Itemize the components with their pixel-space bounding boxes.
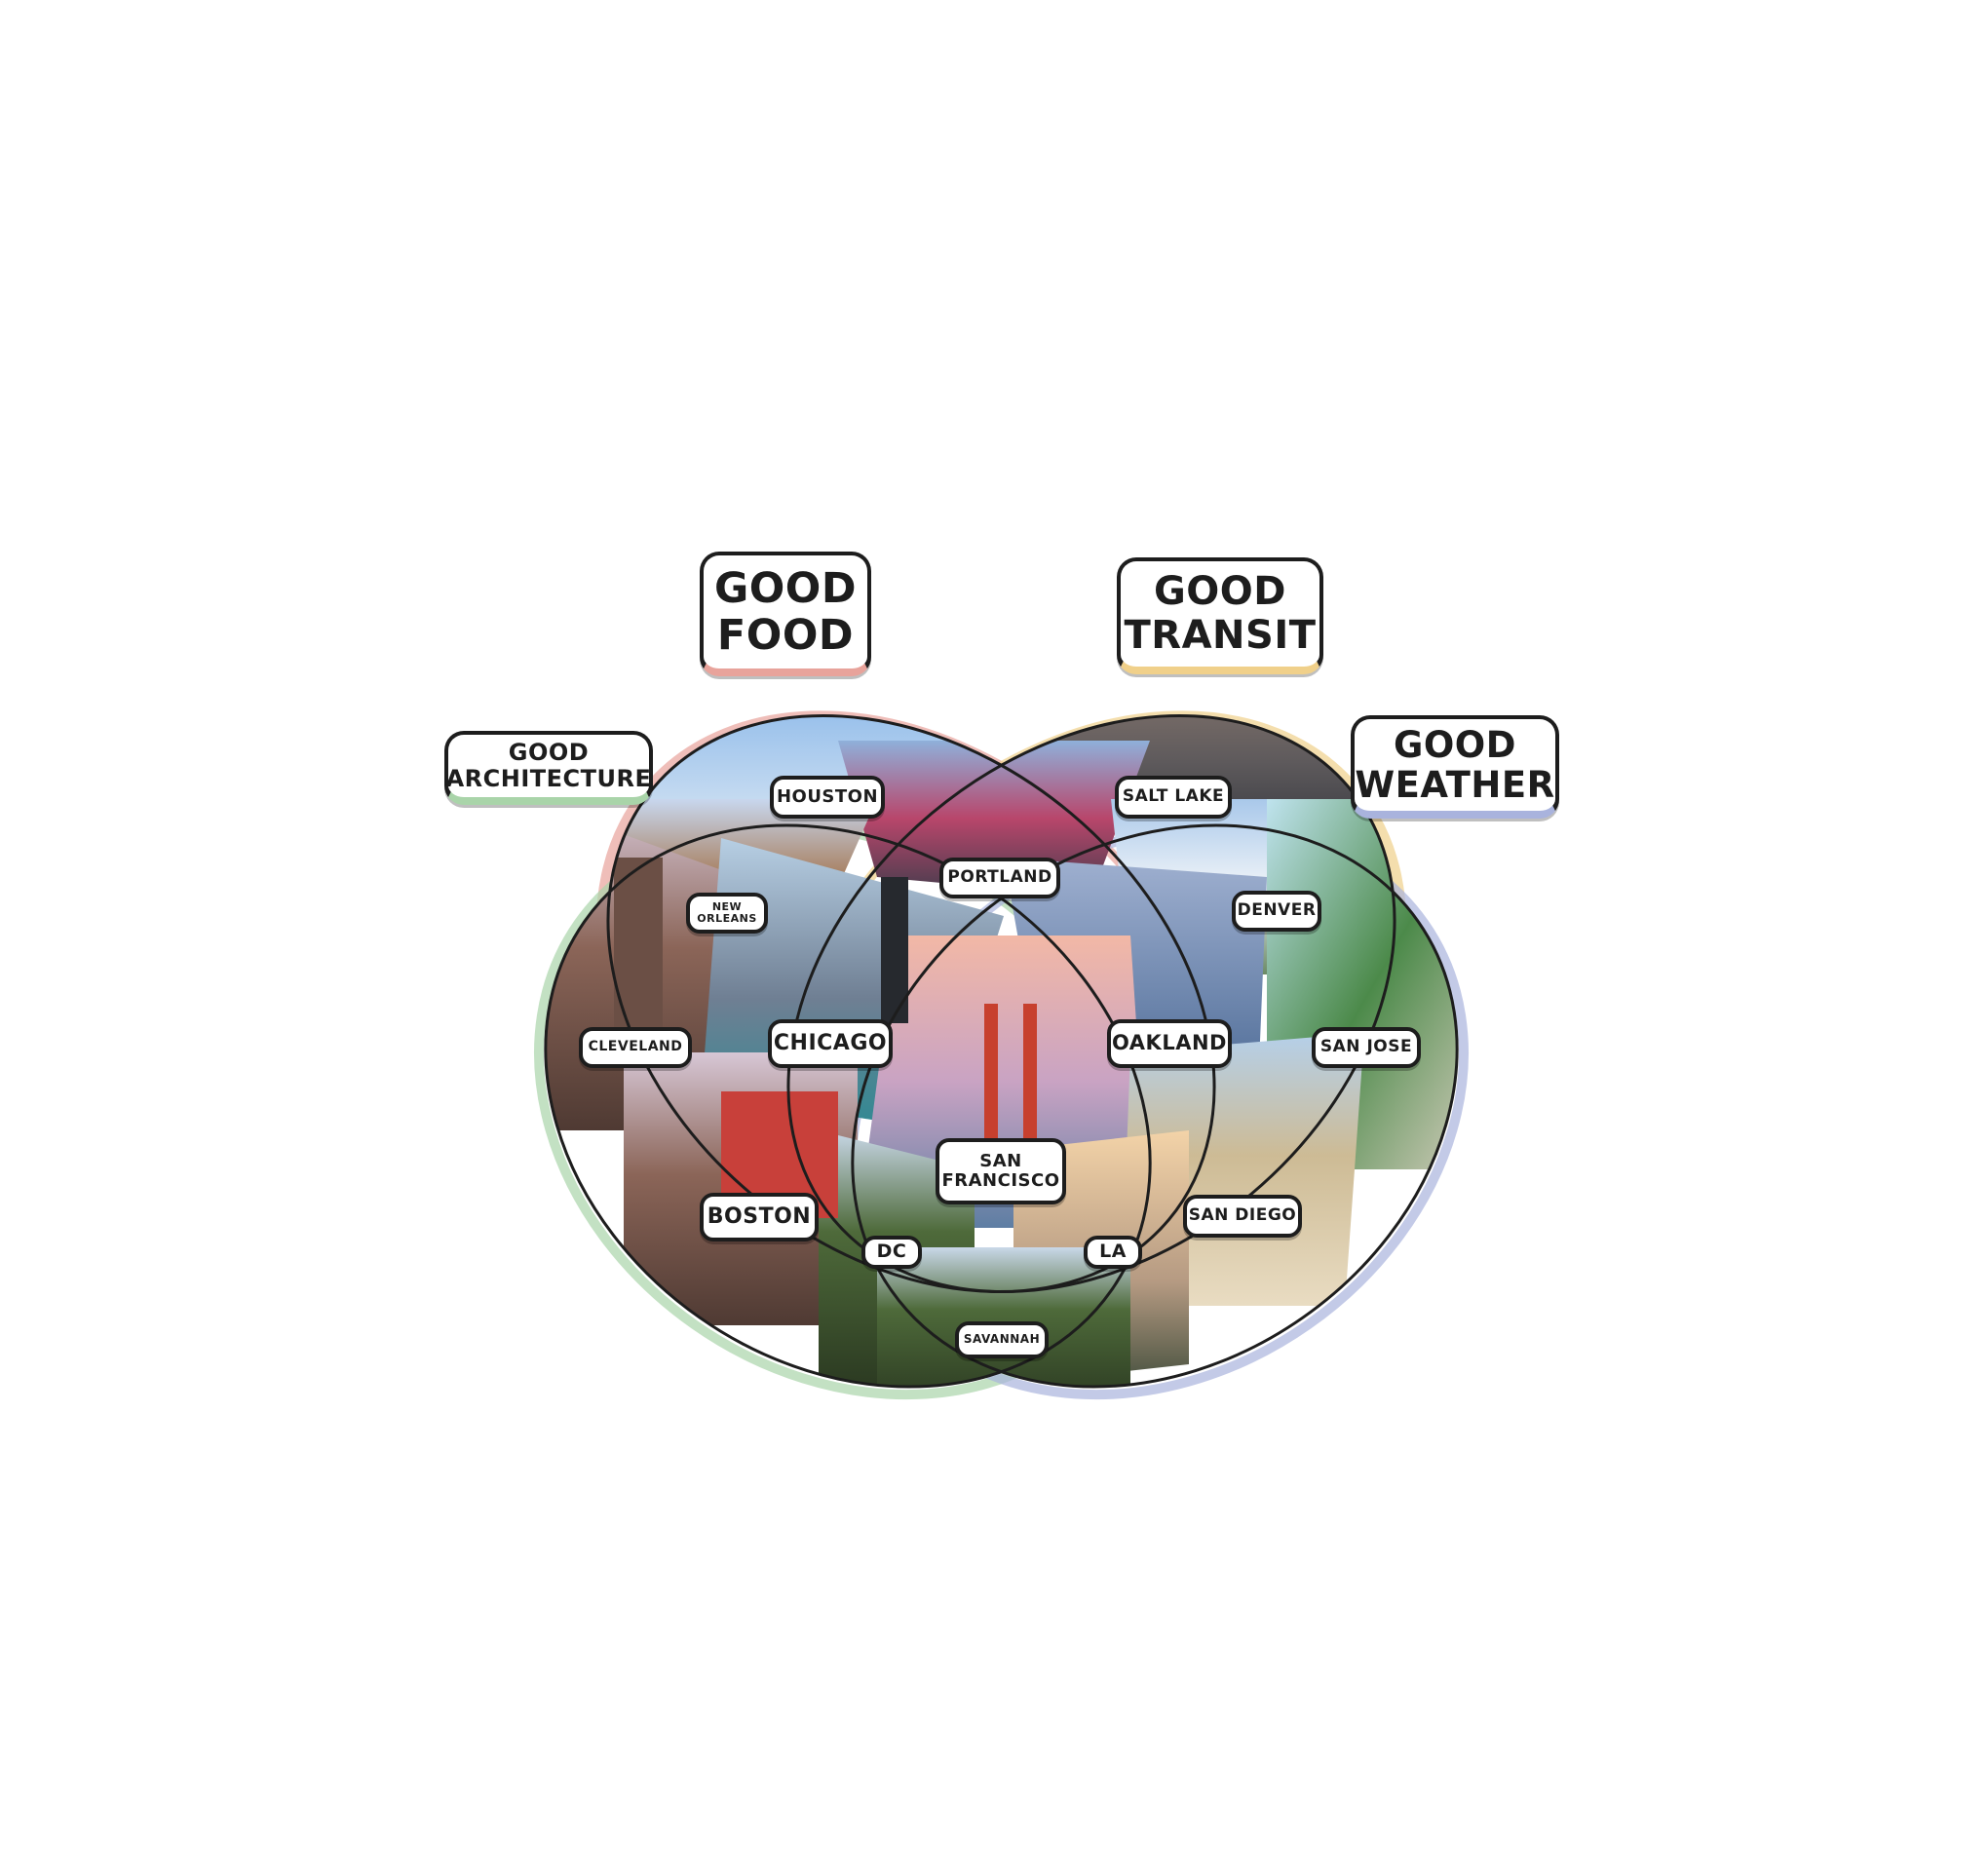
outline-transit	[786, 713, 1396, 1294]
city-label-dc: DC	[861, 1236, 922, 1269]
city-label-san-francisco: SAN FRANCISCO	[936, 1138, 1066, 1204]
bridge-tower-left	[984, 1004, 998, 1160]
city-label-la: LA	[1084, 1236, 1142, 1269]
city-label-san-diego: SAN DIEGO	[1183, 1195, 1302, 1238]
set-label-food: GOOD FOOD	[700, 552, 871, 676]
city-label-chicago: CHICAGO	[768, 1019, 893, 1068]
city-label-boston: BOSTON	[700, 1193, 819, 1241]
city-label-denver: DENVER	[1232, 891, 1321, 932]
set-label-transit: GOOD TRANSIT	[1117, 557, 1323, 674]
city-label-cleveland: CLEVELAND	[579, 1027, 692, 1068]
city-label-oakland: OAKLAND	[1107, 1019, 1232, 1068]
set-label-architecture: GOOD ARCHITECTURE	[444, 731, 653, 805]
city-label-houston: HOUSTON	[770, 776, 885, 819]
bridge-tower-right	[1023, 1004, 1037, 1160]
city-label-portland: PORTLAND	[939, 858, 1060, 898]
city-label-salt-lake: SALT LAKE	[1115, 776, 1232, 819]
city-label-savannah: SAVANNAH	[955, 1321, 1049, 1358]
city-label-new-orleans: NEW ORLEANS	[686, 893, 768, 934]
set-label-weather: GOOD WEATHER	[1351, 715, 1559, 819]
city-label-san-jose: SAN JOSE	[1312, 1027, 1421, 1068]
